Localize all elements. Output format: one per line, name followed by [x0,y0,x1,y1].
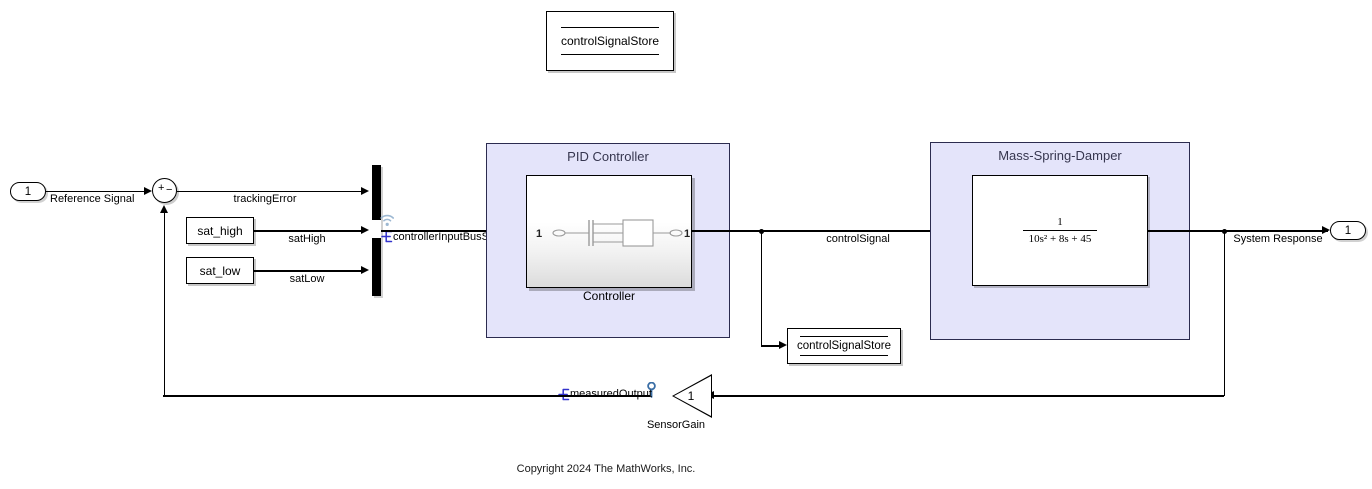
inport-number: 1 [24,185,32,198]
wire-sat-low [254,270,364,272]
broadcast-icon [379,212,397,228]
wire-gain-to-sum-vertical [163,213,165,396]
data-store-memory-label: controlSignalStore [560,34,660,48]
copyright-text: Copyright 2024 The MathWorks, Inc. [516,463,696,475]
block-constant-sat-low[interactable]: sat_low [186,257,254,284]
label-reference-signal: Reference Signal [50,193,135,205]
wire-sat-high [254,230,364,232]
arrow-sum-input [144,186,152,195]
label-controller-input-bus: controllerInputBusSignal [393,231,513,243]
wire-bus-to-controller [381,230,521,232]
block-controller-subsystem[interactable]: 1 1 [526,175,692,288]
datastore-write-bottom-rule [800,355,888,357]
datastore-top-rule [560,26,660,28]
wire-reference-to-sum [46,190,146,192]
wire-tracking-error [177,190,363,192]
label-system-response: System Response [1233,233,1323,245]
signal-logging-icon-measured-output [558,388,570,401]
label-sat-low: satLow [289,273,325,285]
transfer-function-numerator: 1 [1057,216,1063,229]
block-data-store-write[interactable]: controlSignalStore [787,328,901,364]
outport-number: 1 [1344,224,1352,237]
arrow-bus-in-3 [361,266,369,275]
sensor-gain-value: 1 [687,389,695,403]
wire-feedback-down [1223,231,1226,396]
arrow-data-store-write-input [779,341,787,350]
label-control-signal: controlSignal [826,233,890,245]
inport-reference-signal[interactable]: 1 [10,182,46,201]
sensor-gain-fill [673,376,711,416]
caption-controller-subsystem: Controller [582,289,636,303]
block-bus-creator[interactable] [372,165,381,296]
label-sat-high: satHigh [288,233,326,245]
arrow-sum-feedback-input [159,205,168,213]
transfer-function-denominator: 10s² + 8s + 45 [1028,232,1092,245]
panel-title-mass-spring-damper: Mass-Spring-Damper [998,148,1122,163]
wire-system-response [1148,230,1328,232]
arrow-bus-in-1 [361,186,369,195]
data-store-write-label: controlSignalStore [797,340,891,352]
caption-sensor-gain: SensorGain [646,419,706,431]
wire-control-signal [692,230,968,232]
arrow-outport-input [1322,226,1330,235]
wire-gain-to-sum-horizontal [163,395,650,397]
svg-text:1: 1 [684,228,690,240]
constant-sat-high-label: sat_high [197,223,243,238]
arrow-bus-in-2 [361,226,369,235]
wire-feedback-to-gain [712,395,1224,397]
outport-system-response[interactable]: 1 [1330,221,1366,240]
label-tracking-error: trackingError [233,193,297,205]
transfer-function-bar [1022,229,1098,231]
datastore-bottom-rule [560,54,660,56]
wire-to-data-store-write [760,345,783,347]
sum-plus-sign: + [158,182,165,194]
panel-title-pid-controller: PID Controller [567,149,649,164]
block-transfer-function[interactable]: 1 10s² + 8s + 45 [972,175,1148,286]
constant-sat-low-label: sat_low [199,263,241,278]
sum-minus-sign: − [166,184,173,196]
block-data-store-memory[interactable]: controlSignalStore [546,11,674,71]
block-constant-sat-high[interactable]: sat_high [186,217,254,244]
wire-control-signal-branch [760,231,763,346]
datastore-write-top-rule [800,335,888,337]
signal-logging-icon-bus [381,230,393,243]
bus-creator-output-notch [372,220,381,238]
svg-text:1: 1 [536,228,542,240]
label-measured-output: measuredOutput [570,388,652,400]
test-point-icon [646,381,657,398]
block-sum[interactable]: + − [152,178,177,203]
